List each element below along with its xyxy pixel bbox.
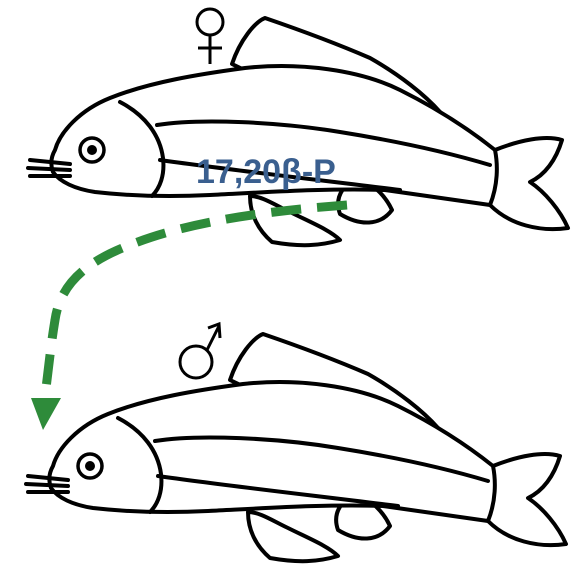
hormone-label: 17,20β-P — [196, 153, 336, 191]
arrow-head — [31, 398, 61, 430]
dashed-curved-arrow — [40, 200, 348, 396]
male-symbol-icon — [178, 321, 222, 380]
female-symbol-icon — [195, 7, 225, 64]
male-fish — [24, 332, 568, 564]
